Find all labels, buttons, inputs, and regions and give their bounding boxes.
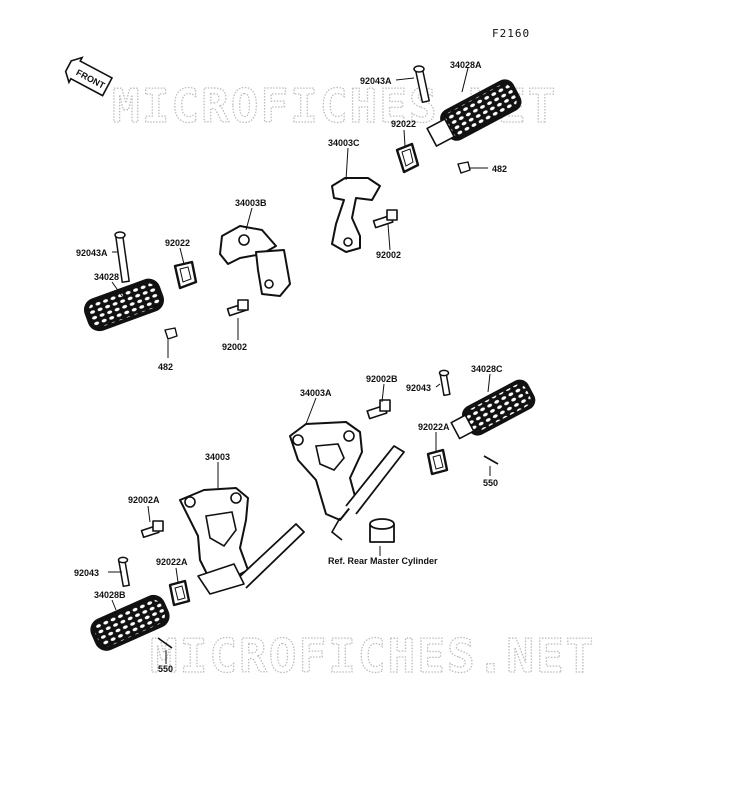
bushing-92022-left (173, 260, 198, 290)
cotter-550-left (157, 637, 173, 649)
footpeg-34028A (426, 79, 522, 147)
label-92002A: 92002A (128, 495, 160, 505)
label-92043-right: 92043 (406, 383, 431, 393)
label-34028A: 34028A (450, 60, 482, 70)
bracket-34003C (331, 177, 381, 253)
label-34003A: 34003A (300, 388, 332, 398)
label-92022A-right: 92022A (418, 422, 450, 432)
label-34003: 34003 (205, 452, 230, 462)
bushing-92022A-left (168, 579, 191, 607)
bracket-34003B (219, 225, 291, 297)
label-92022-top: 92022 (391, 119, 416, 129)
footpeg-34028B (90, 594, 170, 651)
bushing-92022-top (395, 142, 420, 174)
bushing-92022A-right (426, 448, 449, 476)
part-labels: 92043A 34028A 92022 34003C 482 92002 340… (74, 60, 507, 674)
label-34028B: 34028B (94, 590, 126, 600)
watermark-bottom: MICROFICHES.NET (150, 629, 595, 683)
label-34028C: 34028C (471, 364, 503, 374)
bolt-92002A (140, 520, 164, 539)
rubber-bushing (369, 518, 395, 543)
label-92022-left: 92022 (165, 238, 190, 248)
pin-92043A-top (413, 65, 430, 104)
front-arrow-icon: FRONT (64, 56, 114, 97)
washer-482-top (457, 161, 471, 174)
figure-code: F2160 (492, 27, 530, 40)
label-482-left: 482 (158, 362, 173, 372)
pin-92043-right (438, 369, 451, 397)
cotter-550-right (483, 455, 499, 465)
label-482-top: 482 (492, 164, 507, 174)
label-34003B: 34003B (235, 198, 267, 208)
pin-92043-left (117, 556, 130, 588)
label-34003C: 34003C (328, 138, 360, 148)
bracket-34003 (179, 487, 305, 595)
footpeg-34028 (83, 278, 165, 332)
bolt-92002-top (372, 209, 398, 229)
bracket-34003A (289, 421, 405, 541)
label-92002-top: 92002 (376, 250, 401, 260)
label-550-right: 550 (483, 478, 498, 488)
label-92043A-top: 92043A (360, 76, 392, 86)
label-92043A-left: 92043A (76, 248, 108, 258)
pin-92043A-left (114, 231, 130, 283)
leader-lines (108, 67, 491, 664)
label-34028: 34028 (94, 272, 119, 282)
washer-482-left (164, 327, 178, 340)
footpeg-34028C (450, 379, 536, 440)
bolt-92002B (366, 399, 391, 420)
label-92022A-left: 92022A (156, 557, 188, 567)
note-rear-master-cylinder: Ref. Rear Master Cylinder (328, 556, 438, 566)
label-92002B: 92002B (366, 374, 398, 384)
label-92043-left: 92043 (74, 568, 99, 578)
label-550-left: 550 (158, 664, 173, 674)
bolt-92002-left (226, 299, 249, 317)
label-92002-left: 92002 (222, 342, 247, 352)
